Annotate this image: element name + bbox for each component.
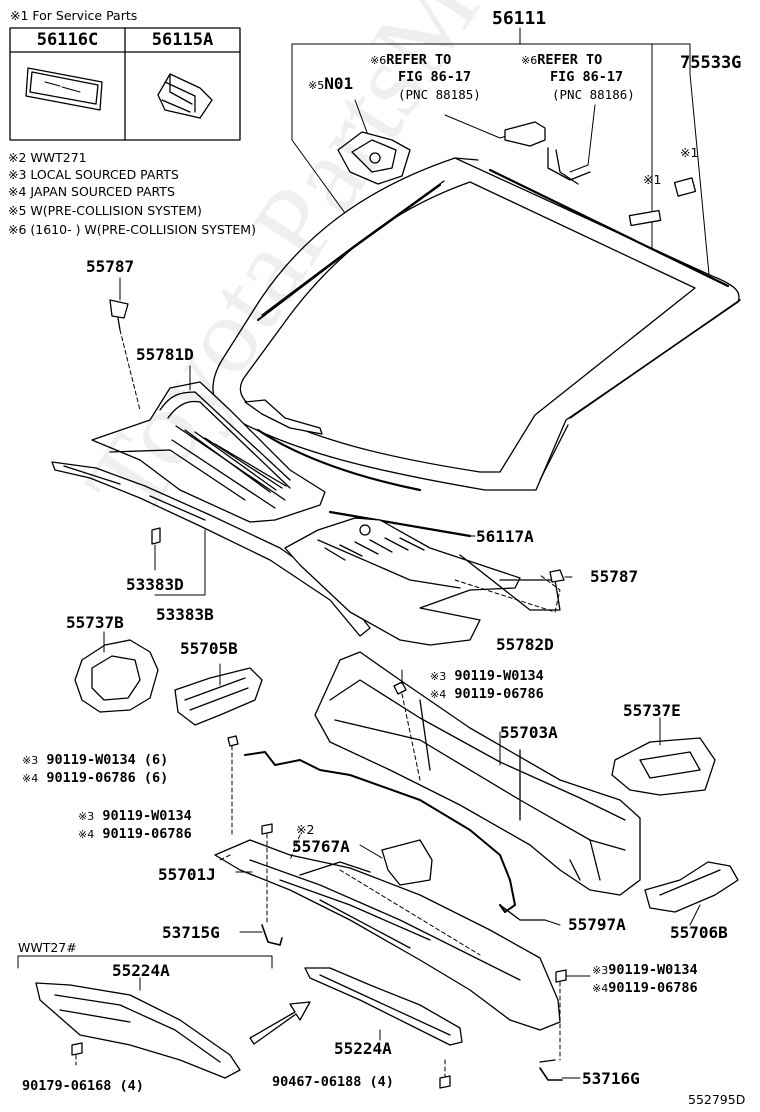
mark-3e: ※3 bbox=[78, 810, 95, 823]
bolt-a-label: 90119-W0134 bbox=[454, 668, 544, 684]
windshield bbox=[212, 157, 741, 492]
part-55737B[interactable]: 55737B bbox=[66, 613, 124, 632]
part-55224A-left[interactable]: 55224A bbox=[112, 961, 170, 980]
top-leaders bbox=[291, 27, 711, 286]
note-4: ※4 JAPAN SOURCED PARTS bbox=[8, 184, 175, 199]
clips bbox=[109, 299, 565, 583]
wwt-label: WWT27# bbox=[18, 940, 77, 955]
side-seal-left bbox=[74, 639, 159, 713]
pad-55767A bbox=[381, 839, 433, 886]
clip-90179-06168[interactable]: 90179-06168 (4) bbox=[22, 1078, 144, 1094]
mark-4c: ※4 bbox=[22, 772, 39, 785]
part-55224A-mid[interactable]: 55224A bbox=[334, 1039, 392, 1058]
part-53383B[interactable]: 53383B bbox=[156, 605, 214, 624]
part-55706B[interactable]: 55706B bbox=[670, 923, 728, 942]
service-col-56115A[interactable]: 56115A bbox=[151, 30, 214, 50]
cowl-louver-right bbox=[284, 517, 561, 646]
bolt-f-label: 90119-06786 bbox=[102, 826, 192, 842]
figure-number: 552795D bbox=[688, 1092, 746, 1107]
mark-3a: ※3 bbox=[430, 670, 447, 683]
ref2-line1: REFER TO bbox=[537, 52, 603, 68]
part-56111[interactable]: 56111 bbox=[492, 8, 547, 29]
bolt-b-label: 90119-06786 bbox=[454, 686, 544, 702]
part-55782D[interactable]: 55782D bbox=[496, 635, 554, 654]
mark-3g: ※3 bbox=[592, 964, 609, 977]
ref2-line3: (PNC 88186) bbox=[552, 87, 635, 102]
mark-3c: ※3 bbox=[22, 754, 39, 767]
part-55797A[interactable]: 55797A bbox=[568, 915, 626, 934]
cowl-harness bbox=[244, 751, 546, 921]
bracket-55705B bbox=[174, 667, 263, 726]
service-parts-box bbox=[9, 27, 241, 141]
mark-5: ※5 bbox=[308, 79, 325, 92]
bolts bbox=[71, 681, 567, 1089]
mark-1b: ※1 bbox=[643, 172, 662, 187]
note-3: ※3 LOCAL SOURCED PARTS bbox=[8, 167, 179, 182]
mark-2: ※2 bbox=[296, 822, 315, 837]
service-col-56116C[interactable]: 56116C bbox=[36, 30, 99, 50]
cover-55224A-mid bbox=[304, 967, 463, 1046]
wire-parts bbox=[244, 121, 697, 435]
bolt-90119-W0134-a[interactable]: ※3 90119-W0134 bbox=[430, 668, 544, 685]
mark-1a: ※1 bbox=[680, 145, 699, 160]
part-55701J[interactable]: 55701J bbox=[158, 865, 216, 884]
mark-4g: ※4 bbox=[592, 982, 609, 995]
callout-leaders bbox=[17, 277, 701, 1079]
lower-panel-55701J bbox=[214, 839, 561, 1031]
bolt-90119-W0134-6[interactable]: ※3 90119-W0134 (6) bbox=[22, 752, 168, 769]
bolt-d-label: 90119-06786 (6) bbox=[46, 770, 169, 786]
mark-6a: ※6 bbox=[370, 54, 387, 67]
mark-4e: ※4 bbox=[78, 828, 95, 841]
ref-fig-86-17-a[interactable]: ※6REFER TO bbox=[370, 52, 451, 69]
bolt-90119-06786-b[interactable]: ※4 90119-06786 bbox=[78, 826, 192, 843]
bolt-90119-06786-a[interactable]: ※4 90119-06786 bbox=[430, 686, 544, 703]
dashed-leaders bbox=[75, 329, 561, 1077]
direction-arrow bbox=[249, 1001, 311, 1045]
note-6: ※6 (1610- ) W(PRE-COLLISION SYSTEM) bbox=[8, 222, 256, 237]
part-55737E[interactable]: 55737E bbox=[623, 701, 681, 720]
bolt-90119-W0134-b[interactable]: ※3 90119-W0134 bbox=[78, 808, 192, 825]
cowl-louver-left bbox=[91, 381, 326, 523]
ref2-line2: FIG 86-17 bbox=[550, 69, 624, 85]
bolt-h-label: 90119-06786 bbox=[608, 980, 698, 996]
part-53383D[interactable]: 53383D bbox=[126, 575, 184, 594]
part-55703A[interactable]: 55703A bbox=[500, 723, 558, 742]
part-56117A[interactable]: 56117A bbox=[476, 527, 534, 546]
part-75533G[interactable]: 75533G bbox=[680, 53, 742, 73]
hood-strip bbox=[328, 510, 472, 538]
ref1-line2: FIG 86-17 bbox=[398, 69, 472, 85]
hood-release-parts bbox=[261, 924, 563, 1081]
service-parts-title: ※1 For Service Parts bbox=[10, 8, 138, 23]
part-N01[interactable]: ※5N01 bbox=[308, 76, 353, 94]
bolt-90119-W0134-c[interactable]: ※390119-W0134 bbox=[592, 962, 698, 979]
ref1-line3: (PNC 88185) bbox=[398, 87, 481, 102]
bolt-e-label: 90119-W0134 bbox=[102, 808, 192, 824]
ref-fig-86-17-b[interactable]: ※6REFER TO bbox=[521, 52, 602, 69]
note-2: ※2 WWT271 bbox=[8, 150, 87, 165]
part-55767A[interactable]: 55767A bbox=[292, 837, 350, 856]
mark-6b: ※6 bbox=[521, 54, 538, 67]
sensor-bracket bbox=[337, 131, 411, 185]
cowl-seal bbox=[51, 461, 371, 637]
n01-label: N01 bbox=[324, 74, 354, 93]
part-55787-top[interactable]: 55787 bbox=[86, 257, 135, 276]
part-53716G[interactable]: 53716G bbox=[582, 1069, 640, 1088]
clip-90467-06188[interactable]: 90467-06188 (4) bbox=[272, 1074, 394, 1090]
part-55705B[interactable]: 55705B bbox=[180, 639, 238, 658]
bolt-g-label: 90119-W0134 bbox=[608, 962, 698, 978]
part-53715G[interactable]: 53715G bbox=[162, 923, 220, 942]
side-seal-right bbox=[611, 737, 716, 796]
part-55781D[interactable]: 55781D bbox=[136, 345, 194, 364]
cover-55224A-left bbox=[35, 982, 241, 1079]
ref1-line1: REFER TO bbox=[386, 52, 452, 68]
bolt-c-label: 90119-W0134 (6) bbox=[46, 752, 169, 768]
note-5: ※5 W(PRE-COLLISION SYSTEM) bbox=[8, 203, 202, 218]
bolt-90119-06786-c[interactable]: ※490119-06786 bbox=[592, 980, 698, 997]
cowl-panel-55703A bbox=[314, 651, 641, 896]
part-55787-right[interactable]: 55787 bbox=[590, 567, 639, 586]
bolt-90119-06786-6[interactable]: ※4 90119-06786 (6) bbox=[22, 770, 168, 787]
mark-4a: ※4 bbox=[430, 688, 447, 701]
bracket-55706B bbox=[644, 861, 739, 913]
